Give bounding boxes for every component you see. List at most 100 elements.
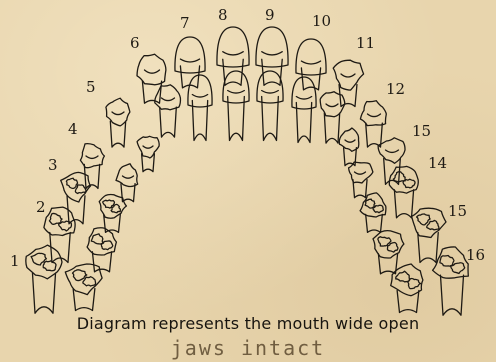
tooth-root <box>67 196 85 224</box>
tooth <box>137 54 166 103</box>
tooth-cusp <box>49 213 62 224</box>
tooth-number-label: 6 <box>130 34 140 52</box>
tooth-number-label: 12 <box>386 80 405 98</box>
tooth-root <box>324 113 339 143</box>
teeth-group <box>26 27 468 315</box>
diagram-caption: Diagram represents the mouth wide open <box>0 314 496 333</box>
tooth <box>333 60 363 106</box>
tooth-cusp <box>66 178 77 188</box>
tooth-cusp <box>326 104 338 107</box>
tooth-cusp <box>365 199 375 208</box>
tooth-cusp <box>345 140 355 142</box>
tooth-edge <box>301 61 320 64</box>
tooth <box>339 128 359 166</box>
tooth <box>391 264 423 313</box>
tooth-root <box>394 190 413 218</box>
tooth-crown <box>257 71 283 103</box>
tooth-crown <box>188 75 212 107</box>
tooth-cusp <box>417 214 431 225</box>
tooth-crown <box>360 101 386 126</box>
tooth-root <box>160 107 177 137</box>
tooth-crown <box>137 136 159 158</box>
tooth-cusp <box>145 70 160 73</box>
tooth-edge <box>223 52 243 55</box>
tooth-number-label: 14 <box>428 154 447 172</box>
tooth-crown <box>256 27 288 67</box>
tooth <box>80 144 104 189</box>
tooth-crown <box>44 207 75 235</box>
tooth-crown <box>223 71 249 103</box>
tooth-crown <box>116 164 138 187</box>
tooth-cusp <box>341 74 355 77</box>
tooth-cusp <box>86 156 98 158</box>
tooth-cusp <box>83 277 96 286</box>
tooth-number-label: 1 <box>10 252 20 270</box>
tooth <box>349 162 373 198</box>
tooth-root <box>366 123 383 147</box>
tooth-number-label: 7 <box>180 14 190 32</box>
tooth-cusp <box>403 179 415 188</box>
tooth-cusp <box>368 114 381 117</box>
tooth-number-label: 9 <box>265 6 275 24</box>
tooth-crown <box>433 247 469 278</box>
tooth-number-label: 11 <box>356 34 375 52</box>
tooth <box>360 101 386 147</box>
tooth-number-label: 3 <box>48 156 58 174</box>
tooth-cusp <box>355 172 366 174</box>
tooth-crown <box>378 138 405 164</box>
tooth <box>360 193 386 233</box>
tooth-root <box>32 273 55 313</box>
tooth-crown <box>137 54 166 85</box>
tooth-cusp <box>396 271 410 282</box>
tooth <box>155 85 181 137</box>
tooth-cusp <box>408 279 421 289</box>
tooth-crown <box>296 39 326 75</box>
tooth <box>175 37 205 88</box>
tooth <box>116 164 138 202</box>
tooth <box>26 245 62 313</box>
tooth-crown <box>217 27 249 67</box>
tooth-edge <box>228 91 245 94</box>
tooth <box>296 39 326 90</box>
tooth-cusp <box>162 98 175 101</box>
tooth-number-label: 5 <box>86 78 96 96</box>
tooth-root <box>301 68 320 90</box>
tooth <box>257 71 283 141</box>
tooth-edge <box>262 52 282 55</box>
tooth-cusp <box>440 256 454 267</box>
tooth-number-label: 15 <box>448 202 467 220</box>
tooth-crown <box>333 60 363 90</box>
tooth <box>378 138 405 185</box>
tooth-edge <box>296 97 311 100</box>
tooth-cusp <box>43 261 56 271</box>
tooth <box>87 228 116 272</box>
tooth <box>217 27 249 85</box>
tooth-number-label: 2 <box>36 198 46 216</box>
tooth-cusp <box>386 150 399 152</box>
tooth-edge <box>262 91 279 94</box>
tooth-cusp <box>387 243 398 253</box>
tooth-root <box>73 289 95 311</box>
tooth <box>223 71 249 141</box>
tooth-number-label: 15 <box>412 122 431 140</box>
tooth-number-label: 10 <box>312 12 331 30</box>
tooth <box>106 98 130 147</box>
tooth-crown <box>106 98 130 126</box>
tooth-cusp <box>378 237 391 246</box>
tooth-crown <box>175 37 205 73</box>
tooth-cusp <box>75 185 86 194</box>
tooth-root <box>440 275 463 315</box>
stamp-text: jaws intact <box>0 336 496 360</box>
tooth-crown <box>349 162 373 183</box>
tooth-crown <box>155 85 181 110</box>
tooth-cusp <box>143 146 153 148</box>
tooth-number-label: 16 <box>466 246 485 264</box>
tooth-crown <box>292 77 316 109</box>
tooth-crown <box>65 264 102 295</box>
tooth-number-label: 8 <box>218 6 228 24</box>
tooth-cusp <box>91 234 103 244</box>
tooth-cusp <box>112 112 124 115</box>
tooth-cusp <box>427 220 439 230</box>
